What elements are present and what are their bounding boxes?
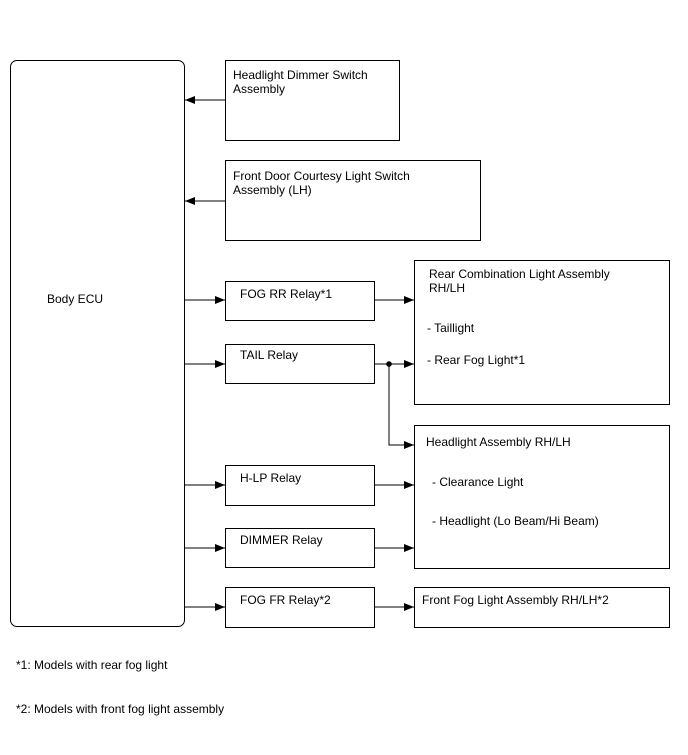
front-fog-light-box: Front Fog Light Assembly RH/LH*2: [414, 587, 670, 628]
rear-combination-light-box: Rear Combination Light Assembly RH/LH - …: [414, 260, 670, 405]
fog-fr-relay-label: FOG FR Relay*2: [240, 593, 331, 607]
body-ecu-box: Body ECU: [10, 60, 185, 627]
tail-relay-box: TAIL Relay: [225, 344, 375, 384]
fog-rr-relay-box: FOG RR Relay*1: [225, 281, 375, 321]
footnote-1: *1: Models with rear fog light: [16, 658, 168, 672]
dimmer-relay-box: DIMMER Relay: [225, 528, 375, 568]
headlight-item-headlight-beam: - Headlight (Lo Beam/Hi Beam): [432, 514, 599, 528]
headlight-assembly-title: Headlight Assembly RH/LH: [426, 435, 571, 449]
front-fog-light-title: Front Fog Light Assembly RH/LH*2: [422, 593, 609, 607]
front-door-courtesy-switch-label: Front Door Courtesy Light Switch Assembl…: [233, 169, 410, 197]
body-ecu-label: Body ECU: [47, 292, 104, 306]
dimmer-relay-label: DIMMER Relay: [240, 533, 323, 547]
headlight-dimmer-switch-box: Headlight Dimmer Switch Assembly: [225, 60, 400, 141]
fog-rr-relay-label: FOG RR Relay*1: [240, 287, 333, 301]
rear-combination-light-title: Rear Combination Light Assembly RH/LH: [429, 267, 610, 295]
headlight-assembly-box: Headlight Assembly RH/LH - Clearance Lig…: [414, 425, 670, 569]
junction-dot: [386, 361, 392, 367]
fog-fr-relay-box: FOG FR Relay*2: [225, 587, 375, 628]
headlight-item-clearance: - Clearance Light: [432, 475, 524, 489]
hlp-relay-label: H-LP Relay: [240, 471, 302, 485]
front-door-courtesy-switch-box: Front Door Courtesy Light Switch Assembl…: [225, 160, 481, 241]
tail-relay-label: TAIL Relay: [240, 348, 299, 362]
wire-tail-to-headlight: [388, 364, 414, 449]
footnote-2: *2: Models with front fog light assembly: [16, 702, 225, 716]
headlight-dimmer-switch-label: Headlight Dimmer Switch Assembly: [233, 68, 368, 96]
rear-combination-item-taillight: - Taillight: [427, 321, 475, 335]
hlp-relay-box: H-LP Relay: [225, 465, 375, 506]
rear-combination-item-rear-fog: - Rear Fog Light*1: [427, 353, 526, 367]
